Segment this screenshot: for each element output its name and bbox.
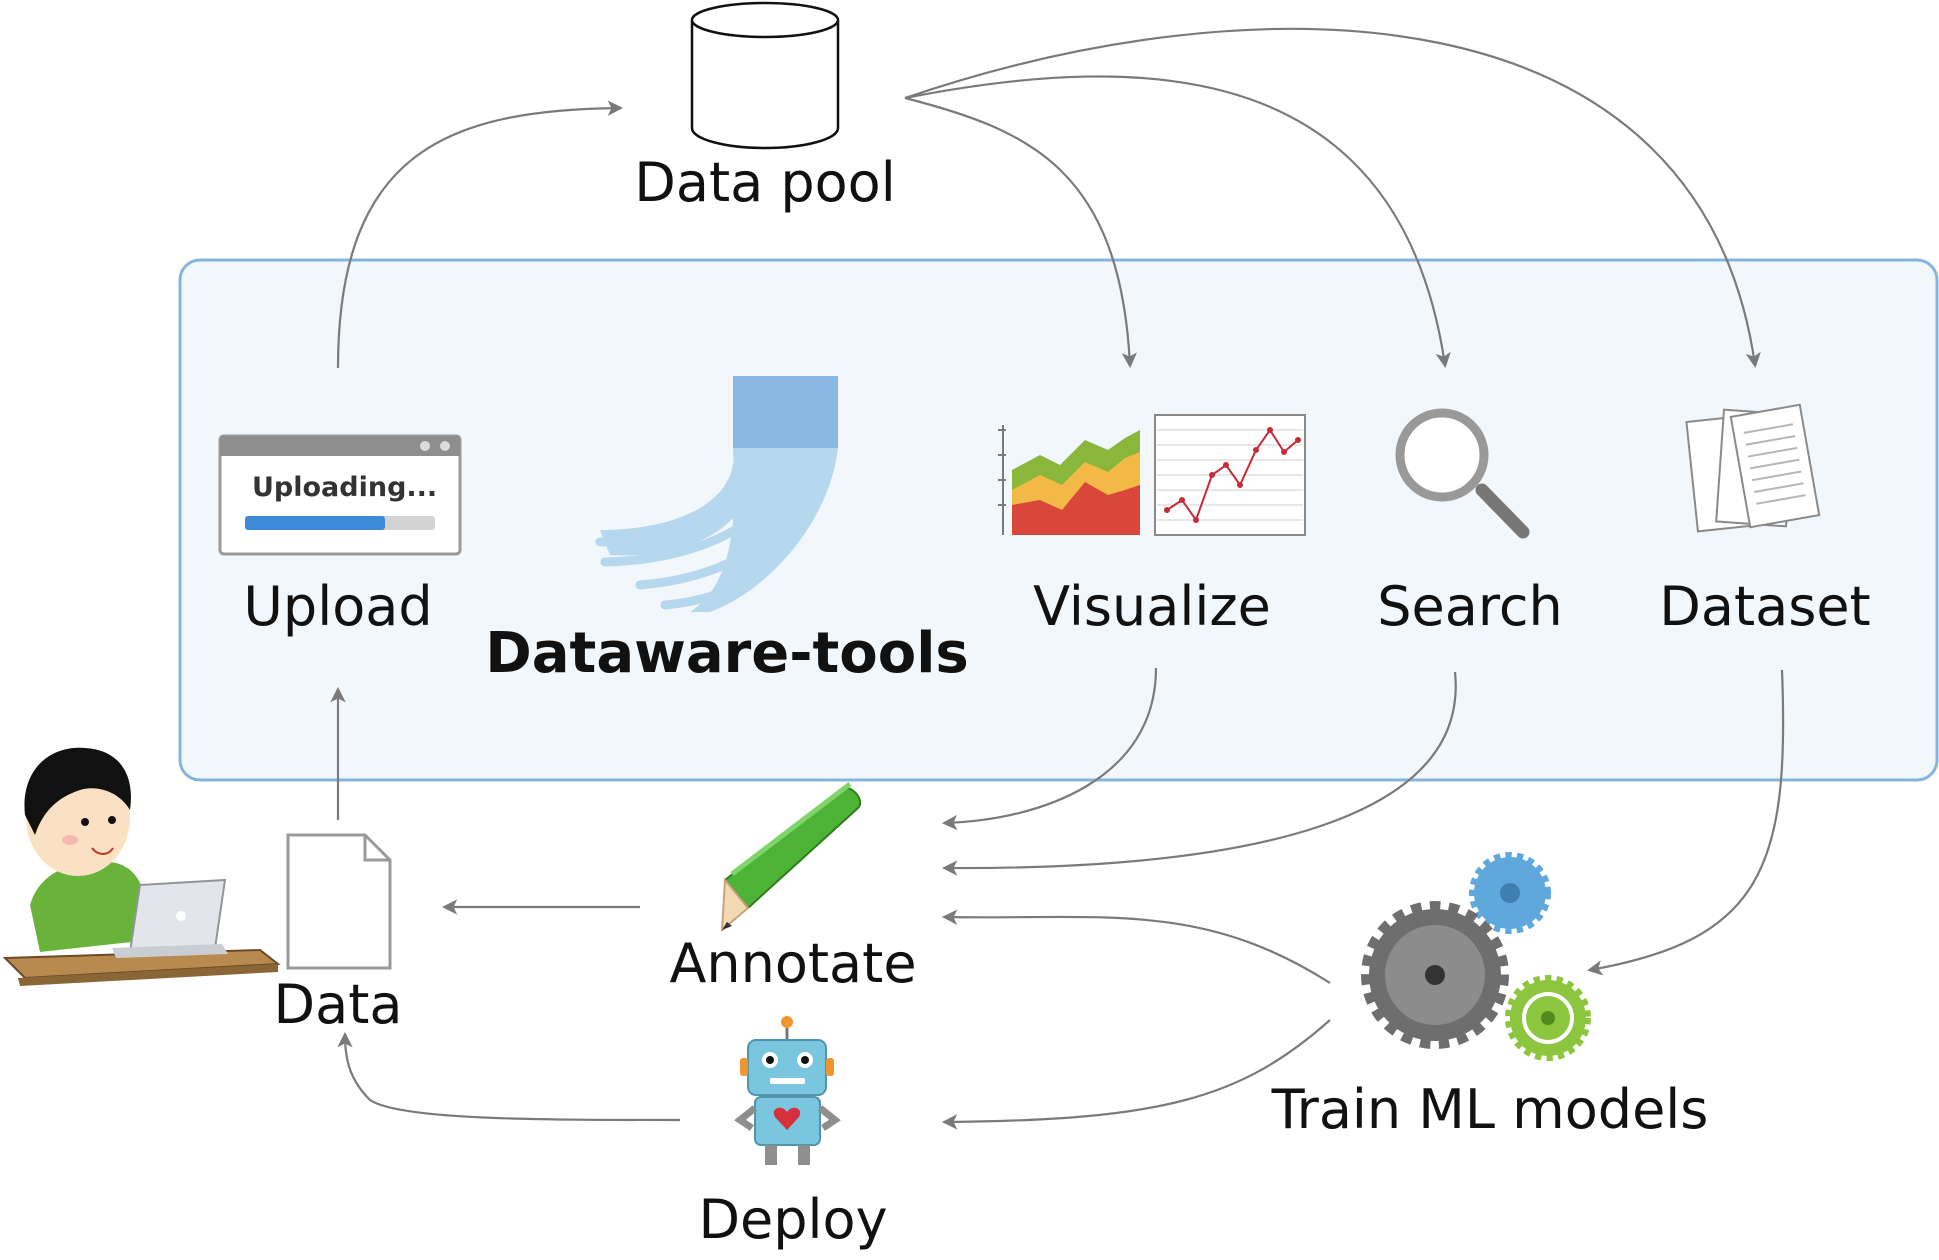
arrow-deploy-to-data — [337, 1031, 681, 1122]
user-at-laptop-icon — [2, 747, 281, 986]
arrow-upload-to-datapool — [336, 100, 624, 369]
documents-icon — [1685, 403, 1821, 533]
flow-arrows — [330, 27, 1785, 1130]
upload-screen-text: Uploading... — [252, 472, 437, 503]
charts-icon — [998, 414, 1306, 536]
dataware-logo-icon — [595, 376, 838, 612]
arrow-search-to-annotate — [941, 671, 1457, 876]
arrow-datapool-to-visualize — [904, 96, 1138, 369]
data-label: Data — [273, 973, 403, 1036]
dataset-label: Dataset — [1659, 575, 1871, 638]
arrow-datapool-to-search — [904, 75, 1451, 369]
train-ml-models-label: Train ML models — [1271, 1078, 1709, 1141]
arrow-train-to-annotate — [941, 909, 1331, 984]
file-icon — [286, 833, 392, 970]
upload-label: Upload — [243, 575, 433, 638]
search-label: Search — [1377, 575, 1563, 638]
visualize-label: Visualize — [1033, 575, 1271, 638]
gears-icon — [1361, 852, 1591, 1061]
dataware-tools-title: Dataware-tools — [485, 621, 969, 686]
arrow-visualize-to-annotate — [941, 667, 1158, 831]
arrow-datapool-to-dataset — [904, 27, 1761, 369]
deploy-label: Deploy — [698, 1188, 888, 1251]
upload-window-icon: Uploading... — [218, 434, 462, 556]
robot-icon — [734, 1016, 841, 1165]
data-pool-label: Data pool — [634, 151, 896, 214]
search-icon — [1395, 408, 1530, 539]
annotate-label: Annotate — [669, 932, 917, 995]
arrow-dataset-to-train — [1586, 669, 1785, 976]
database-icon — [690, 1, 840, 150]
arrow-train-to-deploy — [941, 1019, 1331, 1130]
pencil-icon — [720, 782, 861, 933]
